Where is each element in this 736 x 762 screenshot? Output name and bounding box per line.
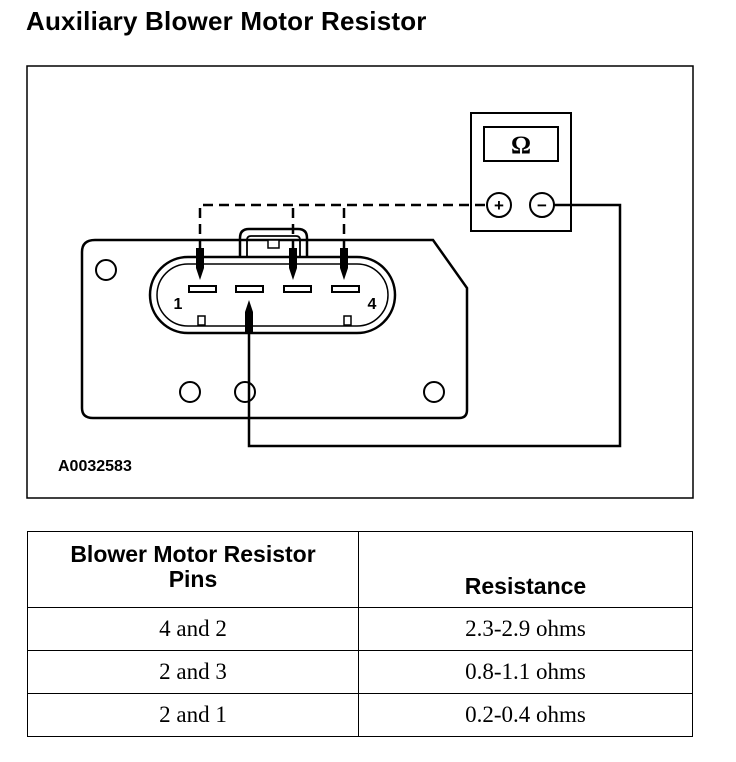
header-pins-line1: Blower Motor Resistor [70, 541, 316, 567]
header-resistance: Resistance [358, 531, 693, 608]
mounting-hole [423, 381, 445, 403]
connector-lock-tab [238, 227, 309, 262]
header-pins-line2: Pins [168, 566, 218, 592]
diagram-frame [26, 65, 694, 499]
figure-id: A0032583 [58, 458, 132, 475]
probe-tip [245, 300, 253, 332]
meter-display [483, 126, 559, 162]
plus-symbol: + [494, 196, 504, 215]
solid-test-lead [247, 203, 622, 448]
ohmmeter: Ω + − [470, 112, 572, 232]
table-row: 2 and 1 0.2-0.4 ohms [27, 693, 693, 737]
probe-tip [196, 248, 204, 280]
probe-tip [289, 248, 297, 280]
connector-outline [148, 255, 397, 335]
pin-label-4: 4 [368, 296, 377, 313]
pin-3 [283, 285, 312, 293]
table-row: 4 and 2 2.3-2.9 ohms [27, 607, 693, 651]
resistance-table: Blower Motor Resistor Pins Resistance 4 … [27, 531, 693, 737]
mounting-hole [234, 381, 256, 403]
ohm-symbol: Ω [511, 132, 531, 159]
cell-resistance: 2.3-2.9 ohms [358, 607, 693, 651]
page-title: Auxiliary Blower Motor Resistor [26, 6, 427, 36]
cell-resistance: 0.8-1.1 ohms [358, 650, 693, 694]
cell-resistance: 0.2-0.4 ohms [358, 693, 693, 737]
cell-pins: 2 and 3 [27, 650, 359, 694]
cell-pins: 4 and 2 [27, 607, 359, 651]
minus-symbol: − [537, 196, 547, 215]
cell-pins: 2 and 1 [27, 693, 359, 737]
table-header-row: Blower Motor Resistor Pins Resistance [27, 531, 693, 608]
pin-2 [235, 285, 264, 293]
mounting-hole [95, 259, 117, 281]
pin-4 [331, 285, 360, 293]
pin-label-1: 1 [174, 296, 183, 313]
probe-tip [340, 248, 348, 280]
positive-terminal [486, 192, 512, 218]
table-row: 2 and 3 0.8-1.1 ohms [27, 650, 693, 694]
mounting-hole [179, 381, 201, 403]
header-pins: Blower Motor Resistor Pins [27, 531, 359, 608]
pin-1 [188, 285, 217, 293]
